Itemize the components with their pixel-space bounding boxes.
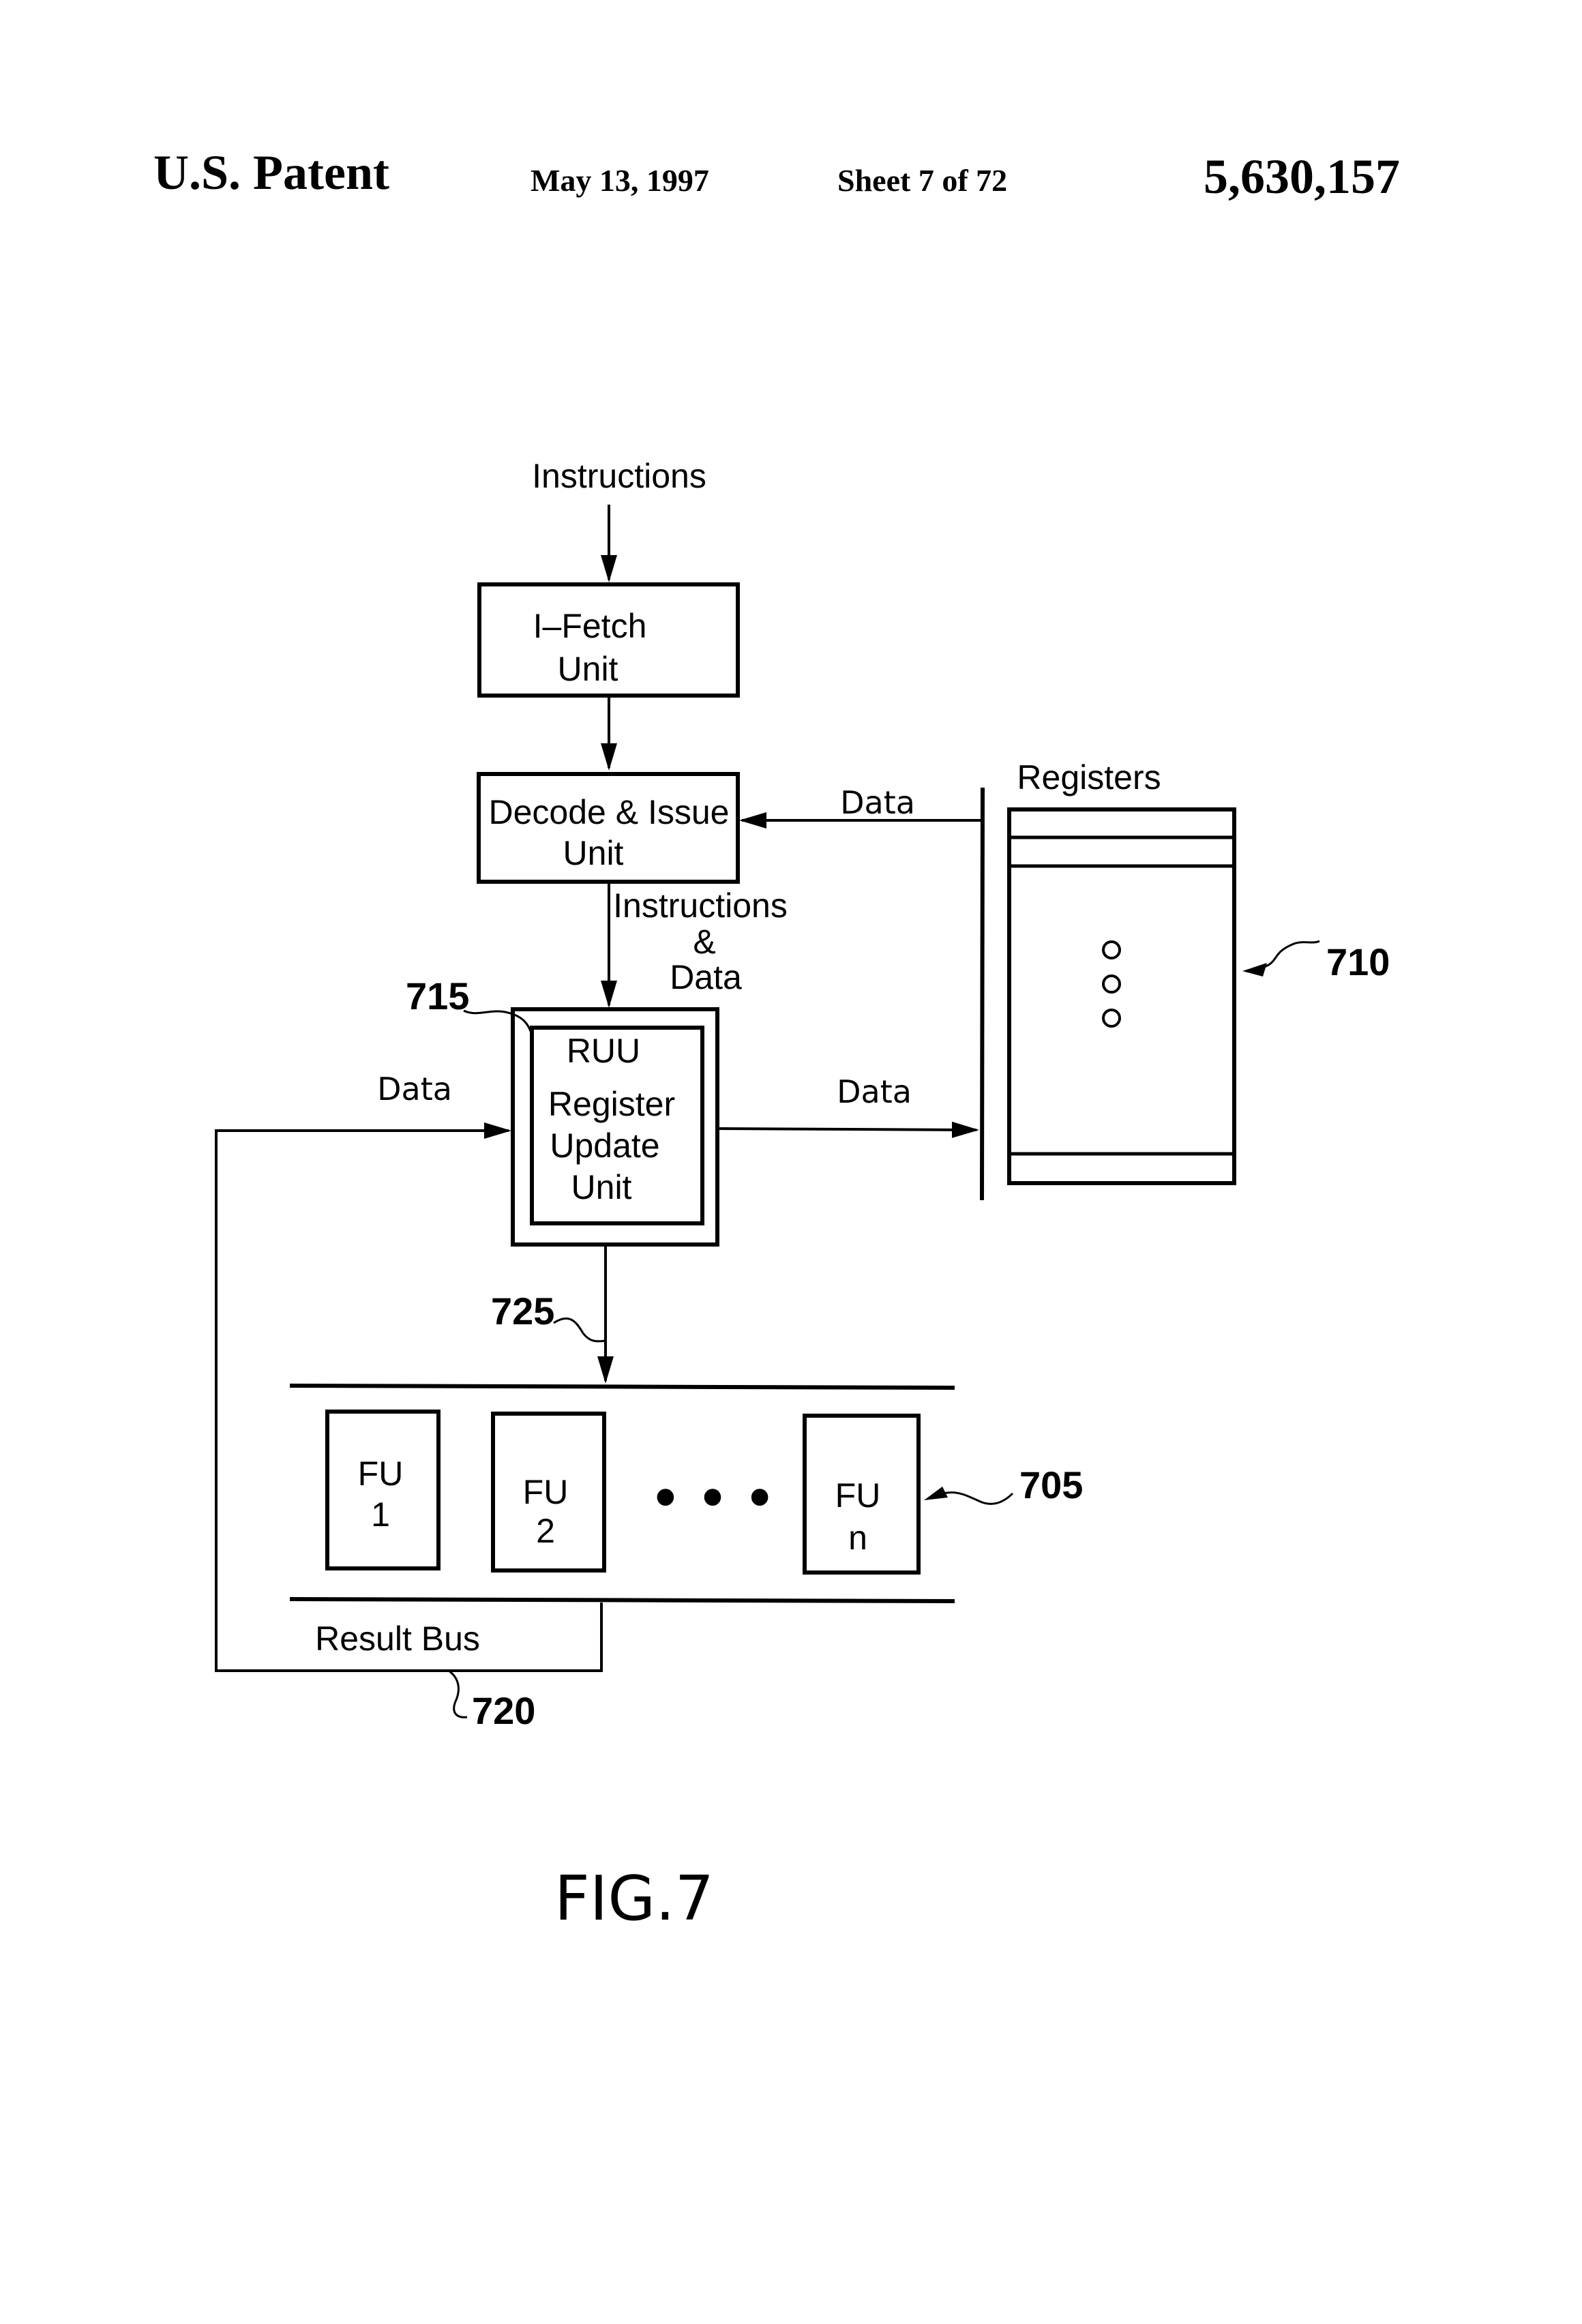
fu-ellipsis: • • •: [651, 1471, 775, 1527]
ruu-to-registers-label: Data: [837, 1073, 912, 1110]
ifetch-label-line2: Unit: [558, 650, 618, 688]
register-ellipsis-dot: [1103, 1010, 1120, 1026]
fu1-label-line2: 1: [371, 1495, 390, 1534]
fu2-label-line1: FU: [523, 1473, 569, 1511]
ref-705: 705: [1019, 1463, 1083, 1506]
ref-720-leader: [449, 1671, 467, 1717]
ruu-label-line1: RUU: [567, 1032, 640, 1070]
fu1-label-line1: FU: [358, 1455, 404, 1493]
registers-block: [1009, 809, 1234, 1183]
register-ellipsis-dot: [1103, 942, 1120, 958]
functional-unit-1: FU 1: [327, 1412, 438, 1568]
ref-720: 720: [472, 1689, 535, 1732]
registers-to-decode-label: Data: [840, 784, 915, 821]
ifetch-unit-box: I–Fetch Unit: [479, 584, 738, 696]
functional-unit-n: FU n: [805, 1416, 919, 1573]
register-ellipsis-dot: [1103, 976, 1120, 992]
instructions-input-label: Instructions: [532, 457, 706, 495]
fu2-label-line2: 2: [536, 1512, 555, 1550]
feedback-data-label: Data: [377, 1071, 452, 1107]
decode-to-ruu-label-line1: Instructions: [613, 887, 788, 925]
ruu-box: RUU Register Update Unit: [513, 1009, 717, 1245]
ref-710: 710: [1326, 940, 1390, 983]
decode-issue-unit-box: Decode & Issue Unit: [479, 774, 738, 882]
fun-label-line2: n: [848, 1519, 867, 1557]
registers-title: Registers: [1017, 758, 1161, 796]
ruu-label-line2: Register: [548, 1085, 675, 1123]
register-bus-line: [982, 788, 983, 1200]
figure-label: FIG.7: [554, 1863, 714, 1935]
issue-bus-line: [290, 1386, 955, 1388]
decode-label-line1: Decode & Issue: [489, 793, 730, 831]
result-bus-line: [290, 1599, 955, 1601]
ruu-label-line4: Unit: [571, 1168, 632, 1206]
fun-label-line1: FU: [835, 1476, 881, 1515]
functional-unit-2: FU 2: [493, 1414, 604, 1570]
ruu-label-line3: Update: [550, 1127, 659, 1165]
ref-715: 715: [406, 974, 469, 1017]
result-bus-label: Result Bus: [315, 1620, 480, 1658]
ref-725: 725: [491, 1290, 554, 1332]
ref-715-leader-curve: [464, 1011, 532, 1035]
result-bus-feedback-path: [216, 1131, 601, 1671]
ruu-to-registers-arrow: [717, 1129, 976, 1130]
ifetch-label-line1: I–Fetch: [533, 607, 647, 645]
decode-to-ruu-label-line2: &: [693, 923, 715, 961]
ref-710-arrowhead: [1242, 963, 1267, 977]
decode-label-line2: Unit: [563, 834, 624, 872]
ref-725-leader: [554, 1318, 606, 1341]
ref-705-arrowhead: [924, 1487, 948, 1500]
decode-to-ruu-label-line3: Data: [670, 958, 742, 996]
